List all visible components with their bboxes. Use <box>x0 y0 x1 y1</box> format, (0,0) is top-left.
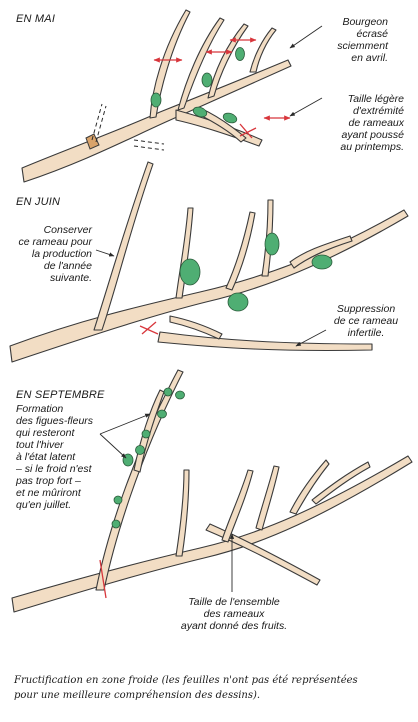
june-branch <box>9 161 409 363</box>
note-remove-branch: Suppression de ce rameau infertile. <box>333 303 399 339</box>
may-branch <box>21 9 292 183</box>
note-keep-branch: Conserver ce rameau pour la production d… <box>18 224 92 284</box>
june-figs <box>179 232 333 312</box>
note-bud-crushed: Bourgeon écrasé sciemment en avril. <box>337 16 388 64</box>
september-pointers <box>99 413 235 592</box>
september-cut-marks <box>99 559 107 599</box>
note-prune-all: Taille de l'ensemble des rameaux ayant d… <box>180 596 288 632</box>
section-june: EN JUIN <box>16 196 61 208</box>
may-figs <box>150 47 245 124</box>
section-may: EN MAI <box>16 13 56 25</box>
june-pointers <box>95 249 327 347</box>
september-figs <box>111 387 185 529</box>
june-cut-marks <box>139 321 159 335</box>
may-cut-marks <box>153 37 291 139</box>
section-september: EN SEPTEMBRE <box>16 389 105 401</box>
note-fig-buds: Formation des figues-fleurs qui resteron… <box>16 403 94 511</box>
september-branch <box>11 369 413 613</box>
may-cut-stub <box>85 103 165 151</box>
figure-caption: Fructification en zone froide (les feuil… <box>14 675 358 701</box>
may-pointers <box>289 25 323 117</box>
note-light-pruning: Taille légère d'extrémité de rameaux aya… <box>340 93 404 153</box>
